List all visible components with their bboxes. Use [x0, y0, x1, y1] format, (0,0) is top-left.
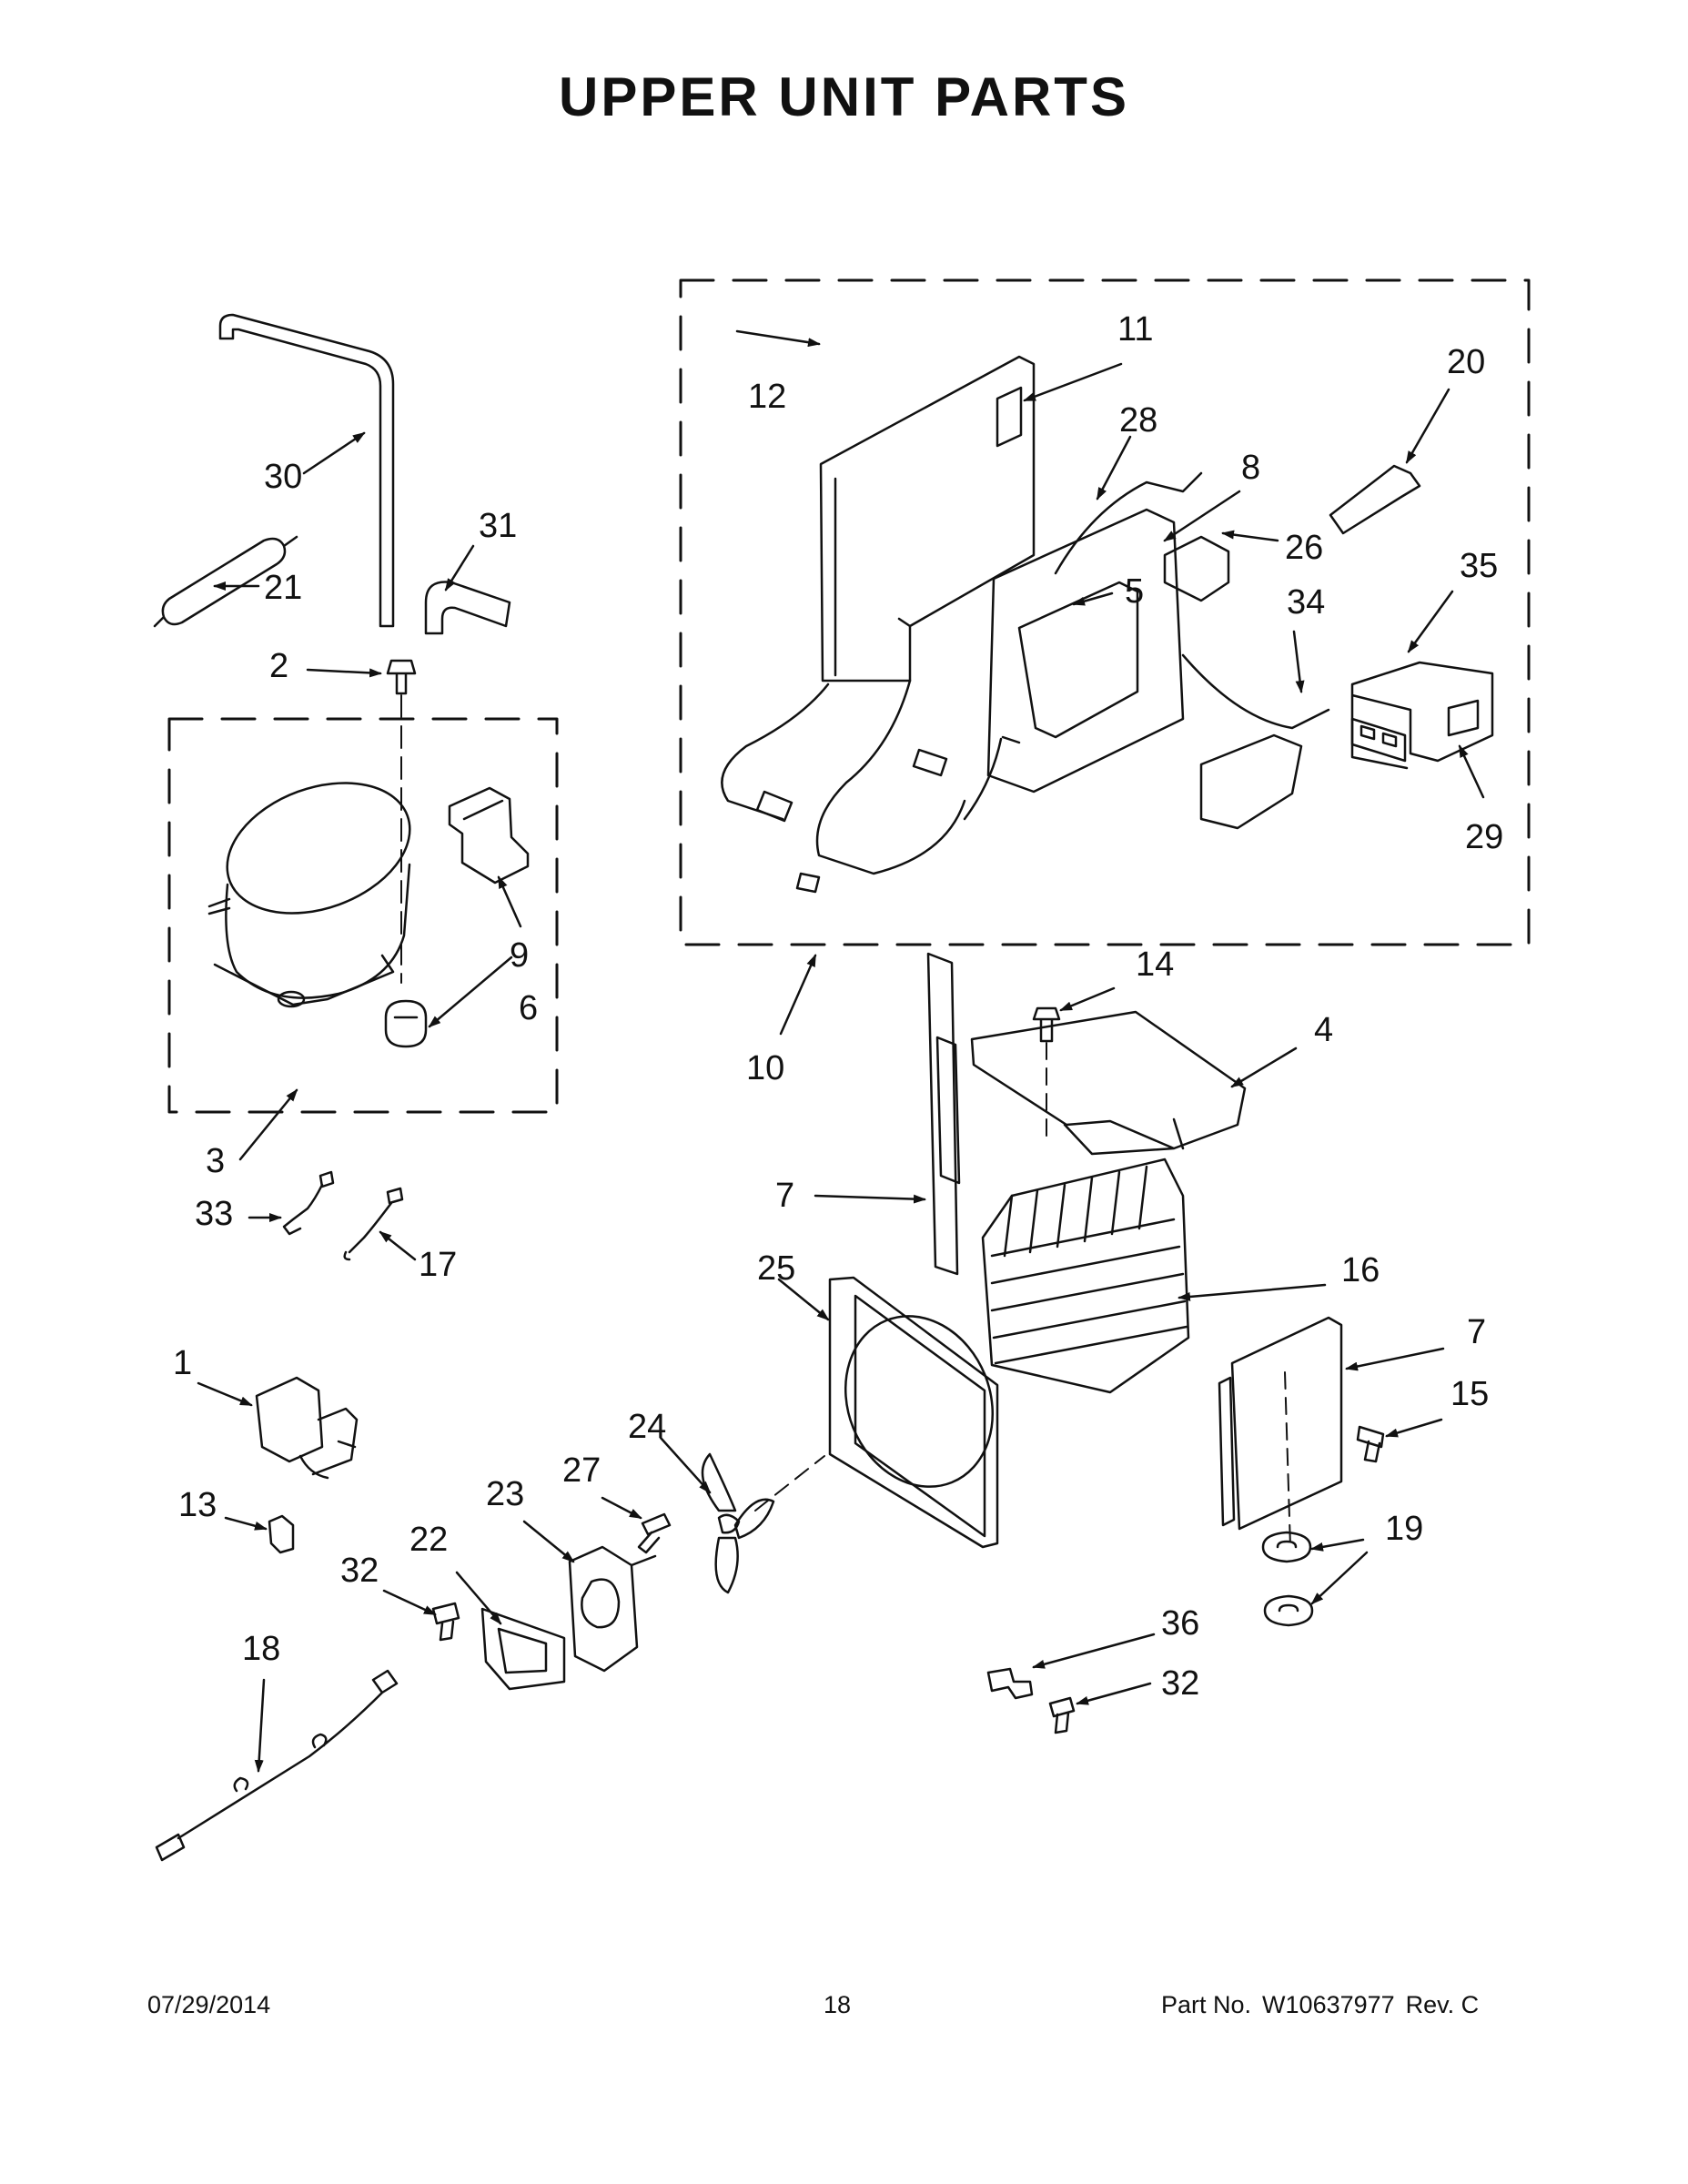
callout-leader-lines	[197, 329, 1485, 1773]
fan-shroud-25-shape	[828, 1276, 999, 1549]
callout-26: 26	[1285, 529, 1323, 567]
cover-4-shape	[970, 1010, 1247, 1156]
page-title: UPPER UNIT PARTS	[559, 66, 1129, 127]
callout-8: 8	[1241, 449, 1260, 487]
callout-25: 25	[757, 1249, 795, 1288]
callout-13: 13	[178, 1486, 217, 1524]
callout-33: 33	[195, 1195, 233, 1233]
compressor-assembly-outline	[167, 717, 559, 1114]
bracket-35-shape	[1350, 661, 1494, 770]
callout-7-upper: 7	[775, 1177, 794, 1215]
callout-31: 31	[479, 507, 517, 545]
callout-14: 14	[1136, 945, 1174, 984]
footer-part-value: W10637977	[1262, 1991, 1395, 2018]
callout-10: 10	[746, 1049, 784, 1087]
fan-motor-23-shape	[568, 1545, 657, 1673]
cable-tie-20-shape	[1329, 464, 1421, 535]
wire-lead-33-shape	[282, 1170, 335, 1236]
callout-34: 34	[1287, 583, 1325, 622]
callout-16: 16	[1341, 1251, 1380, 1289]
callout-18: 18	[242, 1630, 280, 1668]
callout-12: 12	[748, 378, 786, 416]
callout-32-right: 32	[1161, 1664, 1199, 1703]
callout-36: 36	[1161, 1604, 1199, 1643]
callout-27: 27	[562, 1451, 601, 1490]
callout-23: 23	[486, 1475, 524, 1513]
power-relay-1-shape	[255, 1376, 359, 1480]
control-box-assembly-shape	[721, 355, 1330, 894]
callout-19: 19	[1385, 1510, 1423, 1548]
callout-28: 28	[1119, 401, 1157, 440]
callout-5: 5	[1125, 572, 1144, 611]
callout-29: 29	[1465, 818, 1503, 856]
callout-1: 1	[173, 1344, 192, 1382]
screw-32-left-shape	[431, 1602, 460, 1642]
bracket-mount-axis	[1284, 1371, 1291, 1548]
callout-20: 20	[1447, 343, 1485, 381]
tube-31-shape	[424, 581, 511, 635]
callout-22: 22	[409, 1521, 448, 1559]
callout-6: 6	[519, 989, 538, 1027]
control-box-assembly-outline	[679, 278, 1531, 946]
wire-lead-17-shape	[343, 1187, 404, 1261]
callout-30: 30	[264, 458, 302, 496]
drier-21-shape	[153, 535, 298, 628]
grommet-19-upper-shape	[1261, 1531, 1312, 1563]
footer-revision: Rev. C	[1405, 1991, 1480, 2018]
callout-3: 3	[206, 1142, 225, 1180]
fan-shroud-opening	[844, 1315, 995, 1488]
grommet-19-lower-shape	[1263, 1594, 1314, 1627]
wire-harness-18-shape	[155, 1669, 399, 1862]
screw-27-shape	[637, 1512, 672, 1554]
clip-13-shape	[268, 1514, 295, 1554]
callout-17: 17	[419, 1246, 457, 1284]
callout-7-lower: 7	[1467, 1313, 1486, 1351]
callout-21: 21	[264, 569, 302, 607]
motor-bracket-22-shape	[480, 1607, 566, 1691]
footer-part-number: Part No. W10637977 Rev. C	[1161, 1991, 1479, 2019]
footer-page-number: 18	[824, 1991, 852, 2018]
bracket-7-left-shape	[926, 952, 961, 1276]
callout-9: 9	[510, 936, 529, 975]
tube-30-shape	[218, 313, 395, 628]
grommet-6-shape	[384, 999, 428, 1048]
screw-2-shape	[386, 659, 417, 695]
relay-9-shape	[448, 786, 530, 885]
footer-date: 07/29/2014	[147, 1991, 271, 2018]
callout-11: 11	[1117, 310, 1153, 349]
callout-32-left: 32	[340, 1552, 379, 1590]
screw-15-shape	[1356, 1425, 1385, 1463]
callout-24: 24	[628, 1408, 666, 1446]
callout-4: 4	[1314, 1011, 1333, 1049]
bracket-7-right-shape	[1218, 1316, 1343, 1531]
screw-32-right-shape	[1048, 1696, 1076, 1734]
callout-35: 35	[1460, 547, 1498, 585]
fan-blade-24-shape	[701, 1452, 775, 1594]
compressor-3-shape	[207, 782, 411, 1008]
callout-15: 15	[1450, 1375, 1489, 1413]
condenser-16-shape	[981, 1158, 1190, 1394]
receptacle-29-shape	[1350, 699, 1480, 763]
clip-36-shape	[986, 1667, 1034, 1700]
callout-2: 2	[269, 647, 288, 685]
footer-part-label: Part No.	[1161, 1991, 1252, 2018]
callout-labels: 1 2 3 4 5 6 7 7 8 9 10 11 12 13 14 15 16…	[173, 310, 1503, 1703]
screw-14-shape	[1032, 1006, 1061, 1043]
fan-axis	[754, 1455, 825, 1512]
